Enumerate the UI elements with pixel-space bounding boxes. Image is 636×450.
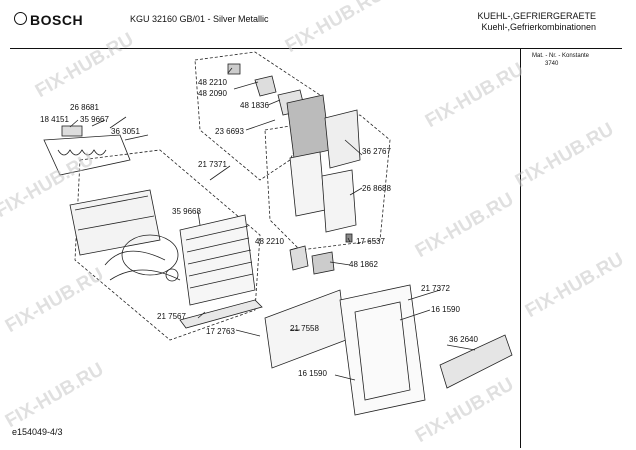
sidebar-divider [520, 48, 521, 448]
part-label: 35 9667 [80, 115, 109, 124]
part-label: 48 2210 [198, 78, 227, 87]
part-label: 48 2090 [198, 89, 227, 98]
part-label: 36 2767 [362, 147, 391, 156]
part-label: 26 8681 [70, 103, 99, 112]
part-label: 23 6693 [215, 127, 244, 136]
part-label: 17 6537 [356, 237, 385, 246]
part-label: 21 7371 [198, 160, 227, 169]
part-label: 48 1836 [240, 101, 269, 110]
mat-nr-label: Mat. - Nr. - Konstante [532, 53, 590, 59]
part-label: 16 1590 [431, 305, 460, 314]
category-primary: KUEHL-,GEFRIERGERAETE [477, 11, 596, 21]
part-label: 21 7558 [290, 324, 319, 333]
model-title: KGU 32160 GB/01 - Silver Metallic [130, 14, 269, 24]
part-label: 26 8688 [362, 184, 391, 193]
part-label: 17 2763 [206, 327, 235, 336]
part-label: 35 9668 [172, 207, 201, 216]
part-label: 36 3051 [111, 127, 140, 136]
header-divider [10, 48, 622, 49]
category-secondary: Kuehl-,Gefrierkombinationen [481, 22, 596, 32]
bosch-logo-icon [14, 12, 27, 25]
part-label: 36 2640 [449, 335, 478, 344]
diagram-code: e154049-4/3 [12, 427, 63, 437]
part-label: 21 7567 [157, 312, 186, 321]
part-label: 16 1590 [298, 369, 327, 378]
part-label: 18 4151 [40, 115, 69, 124]
part-label: 21 7372 [421, 284, 450, 293]
mat-nr-value: 3740 [545, 61, 559, 67]
part-label: 48 1862 [349, 260, 378, 269]
part-label: 48 2210 [255, 237, 284, 246]
brand-name: BOSCH [30, 12, 84, 28]
